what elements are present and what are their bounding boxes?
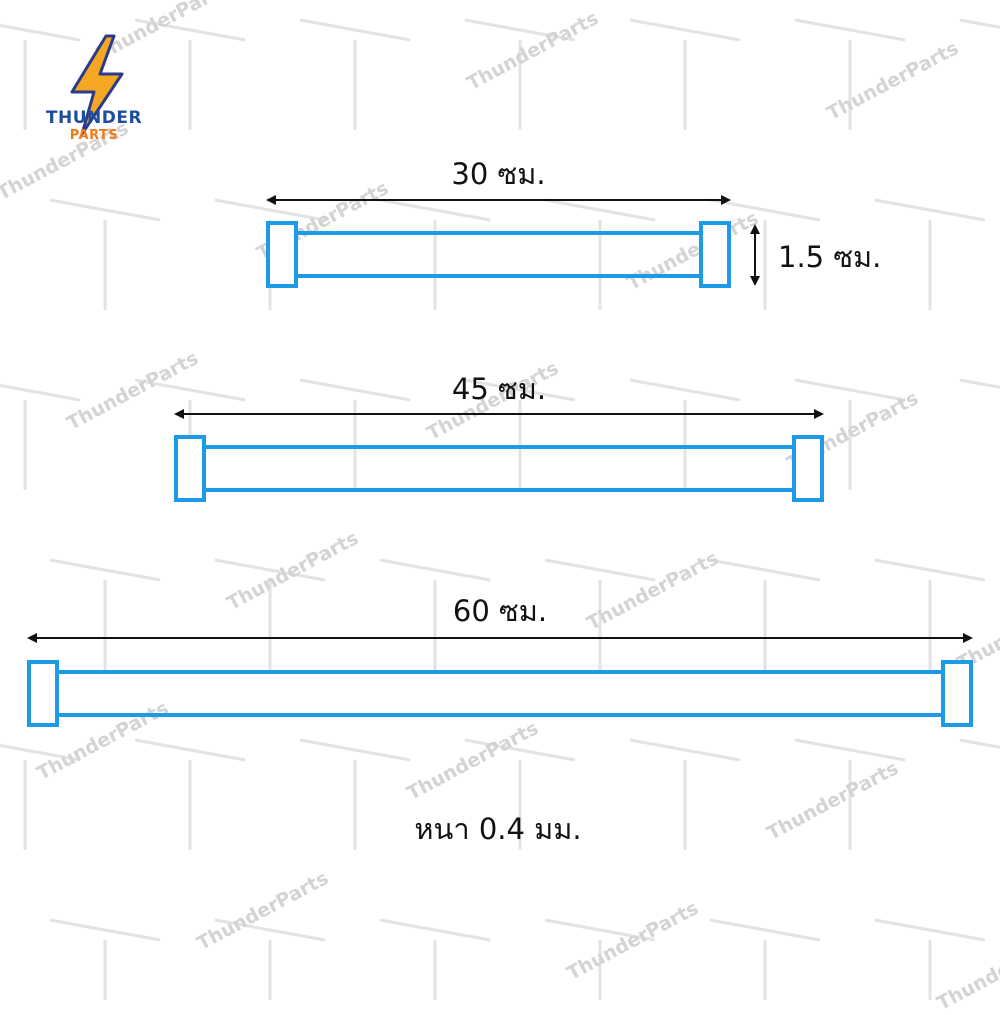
thickness-label: หนา 0.4 มม. <box>414 812 582 846</box>
pattern-line <box>874 558 986 582</box>
pattern-line <box>299 18 411 42</box>
bar-45cm-length-label: 45 ซม. <box>451 372 547 406</box>
pattern-line <box>379 918 491 942</box>
pattern-line <box>629 738 741 762</box>
pattern-line <box>709 558 821 582</box>
brand-subname: PARTS <box>69 128 119 143</box>
height-label: 1.5 ซม. <box>778 240 882 274</box>
pattern-line <box>214 558 326 582</box>
pattern-line <box>464 18 576 42</box>
pattern-line <box>629 378 741 402</box>
pattern-line <box>214 918 326 942</box>
pattern-line <box>794 18 906 42</box>
pattern-line <box>959 18 1000 29</box>
pattern-line <box>214 198 326 222</box>
bar-end-cap <box>941 660 973 727</box>
pattern-line <box>874 198 986 222</box>
pattern-line <box>299 378 411 402</box>
pattern-line <box>134 378 246 402</box>
bar-end-cap <box>699 221 731 288</box>
pattern-line <box>794 378 906 402</box>
pattern-line <box>134 18 246 42</box>
bar-30cm-length-label: 30 ซม. <box>451 157 546 191</box>
bar-end-cap <box>266 221 298 288</box>
pattern-line <box>544 558 656 582</box>
bar-tube <box>202 445 796 492</box>
pattern-line <box>629 18 741 42</box>
pattern-line <box>794 738 906 762</box>
bar-60cm-length-label: 60 ซม. <box>452 594 548 628</box>
pattern-line <box>959 738 1000 749</box>
pattern-line <box>544 918 656 942</box>
bar-tube <box>294 231 703 278</box>
bar-end-cap <box>174 435 206 502</box>
pattern-line <box>0 743 81 762</box>
bar-tube <box>55 670 945 717</box>
pattern-line <box>299 738 411 762</box>
pattern-line <box>0 23 81 42</box>
bar-end-cap <box>792 435 824 502</box>
pattern-line <box>959 378 1000 389</box>
pattern-line <box>49 918 161 942</box>
pattern-line <box>134 738 246 762</box>
pattern-line <box>49 198 161 222</box>
pattern-line <box>49 558 161 582</box>
brand-name: THUNDER <box>45 108 143 128</box>
lightning-bolt-icon <box>70 34 124 136</box>
pattern-line <box>464 738 576 762</box>
pattern-line <box>464 378 576 402</box>
pattern-line <box>379 558 491 582</box>
bar-end-cap <box>27 660 59 727</box>
pattern-line <box>709 918 821 942</box>
pattern-line <box>874 918 986 942</box>
pattern-line <box>0 383 81 402</box>
